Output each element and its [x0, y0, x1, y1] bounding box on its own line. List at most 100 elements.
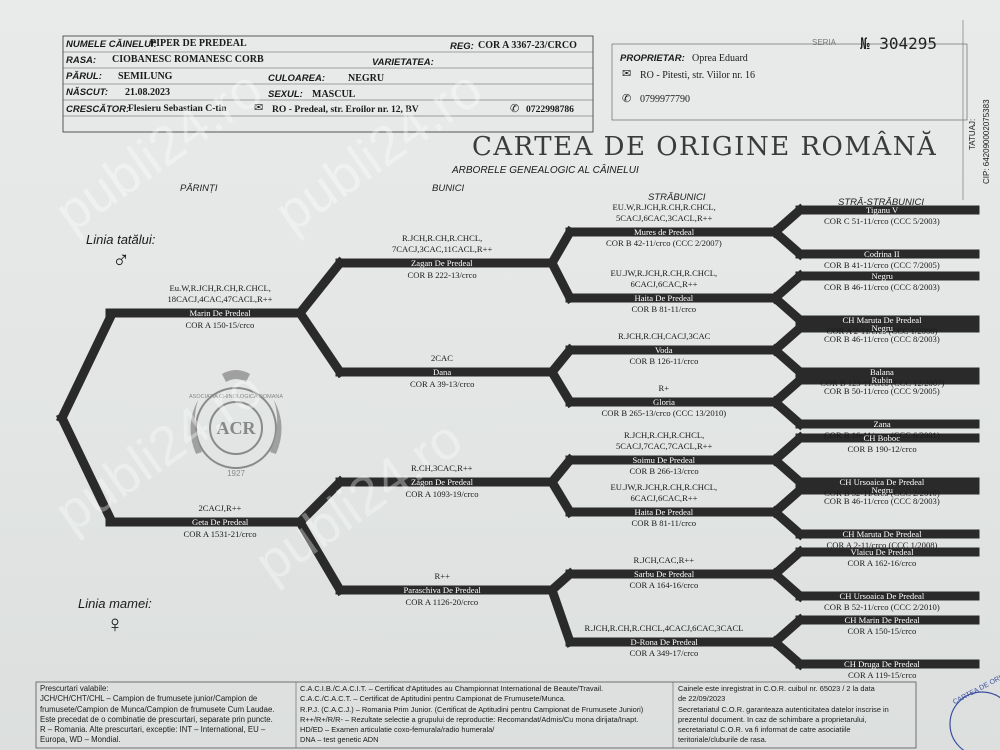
mother-line-label: Linia mamei:: [78, 596, 152, 611]
tree-branch: [545, 475, 577, 519]
birth-date: 21.08.2023: [125, 87, 170, 98]
father-line-label: Linia tatălui:: [86, 232, 156, 247]
great-great-reg: COR B 16-11/crco (CCC 6/2001): [824, 430, 940, 440]
footer-line: R++/R+/R/R- – Rezultate selectie a grupu…: [300, 714, 639, 724]
great-titles: 6CACJ,6CAC,R++: [630, 279, 698, 289]
great-great-name: CH Marin De Predeal: [844, 615, 920, 625]
col-parents: PĂRINȚI: [180, 183, 218, 194]
great-name: Voda: [655, 345, 673, 355]
coat-label: PĂRUL:: [66, 71, 102, 82]
grandparent-name: Dana: [433, 367, 452, 377]
breeder-address: RO - Predeal, str. Eroilor nr. 12, BV: [272, 104, 419, 115]
great-name: Sarbu De Predeal: [634, 569, 695, 579]
document-subtitle: ARBORELE GENEALOGIC AL CÂINELUI: [452, 165, 639, 176]
tree-branch: [55, 311, 117, 425]
footer-line: DNA – test genetic ADN: [300, 735, 379, 745]
footer-line: C.A.C.I.B./C.A.C.I.T. – Certificat d'Apt…: [300, 684, 604, 693]
footer-line: frumusete/Campion de Munca/Campion de fr…: [40, 704, 275, 714]
born-label: NĂSCUT:: [66, 87, 109, 98]
great-name: Haita De Predeal: [634, 507, 694, 517]
acr-seal: ACR 1927 ASOCIATIA CHINOLOGICA ROMANA: [189, 370, 283, 478]
grandparent-name: Zagan De Predeal: [411, 258, 473, 268]
owner-address: RO - Pitesti, str. Viilor nr. 16: [640, 70, 756, 81]
footer-line: C.A.C./C.A.C.T. – Certificat de Aptitudi…: [300, 694, 566, 704]
breeder-label: CRESCĂTOR:: [66, 104, 130, 115]
parent-titles: 2CACJ,R++: [198, 503, 242, 513]
great-name: D-Rona De Predeal: [630, 637, 698, 647]
parent-name: Marin De Predeal: [189, 308, 251, 318]
tree-branch: [545, 365, 577, 409]
tree-branch: [293, 475, 347, 529]
footer-line: HD/ED – Examen articulatie coxo-femurala…: [300, 725, 495, 735]
footer-registration: Cainele este inregistrat in C.O.R. cuibu…: [678, 684, 889, 746]
great-reg: COR B 81-11/crco: [631, 304, 697, 314]
great-great-reg: COR B 46-11/crco (CCC 8/2003): [824, 282, 940, 292]
great-titles: R.JCH,R.CH,R.CHCL,: [624, 430, 705, 440]
breeder: Flesieru Sebastian C-tin: [128, 103, 227, 114]
name-label: NUMELE CĂINELUI:: [66, 39, 157, 50]
col-great-great: STRĂ-STRĂBUNICI: [838, 197, 925, 208]
color-label: CULOAREA:: [268, 73, 325, 84]
great-titles: EU.W,R.JCH,R.CH,R.CHCL,: [612, 202, 716, 212]
great-great-name: Balana: [870, 367, 894, 377]
footer-line: Este precedat de o combinatie de prescur…: [40, 714, 273, 724]
tree-branch: [545, 256, 577, 305]
serial-number: № 304295: [860, 34, 938, 53]
great-great-name: CH Ursoaica De Predeal: [839, 477, 925, 487]
parent-titles: Eu.W,R.JCH,R.CH,R.CHCL,: [169, 283, 271, 293]
coat: SEMILUNG: [118, 71, 173, 82]
great-great-name: Negru: [871, 485, 893, 495]
great-name: Haita De Predeal: [634, 293, 694, 303]
great-great-reg: COR B 50-11/crco (CCC 9/2005): [824, 386, 940, 396]
great-reg: COR B 265-13/crco (CCC 13/2010): [601, 408, 727, 418]
tree-branch: [545, 225, 577, 270]
great-name: Soimu De Predeal: [632, 455, 696, 465]
reg-label: REG:: [450, 41, 474, 52]
great-titles: R.JCH,CAC,R++: [633, 555, 695, 565]
grandparent-titles: R.CH,3CAC,R++: [411, 463, 473, 473]
great-great-name: Codrina II: [864, 249, 900, 259]
owner-label: PROPRIETAR:: [620, 53, 685, 64]
great-name: Mures de Predeal: [634, 227, 695, 237]
owner-envelope-icon: ✉: [622, 68, 632, 80]
reg-number: COR A 3367-23/CRCO: [478, 40, 577, 51]
footer-line: teritoriale/cluburile de rasa.: [678, 735, 767, 745]
footer-line: Europa, WD – Mondial.: [40, 735, 121, 745]
great-great-name: Tiganu V: [866, 205, 899, 215]
great-titles: 5CACJ,6CAC,3CACL,R++: [616, 213, 713, 223]
footer-line: JCH/CH/CHT/CHL – Campion de frumusete ju…: [40, 694, 258, 704]
breed-label: RASA:: [66, 55, 97, 66]
great-great-reg: COR B 190-12/crco: [847, 444, 917, 454]
grandparent-titles: 7CACJ,3CAC,11CACL,R++: [392, 244, 493, 254]
owner-phone: 0799977790: [640, 94, 690, 105]
parent-reg: COR A 1531-21/crco: [183, 529, 257, 539]
parent-titles: 18CACJ,4CAC,47CACL,R++: [167, 294, 273, 304]
great-titles: 5CACJ,7CAC,7CACL,R++: [616, 441, 713, 451]
great-name: Gloria: [653, 397, 675, 407]
footer-line: de 22/09/2023: [678, 694, 726, 704]
great-great-name: Rubin: [871, 375, 893, 385]
great-great-reg: COR C 51-11/crco (CCC 5/2003): [824, 216, 940, 226]
great-titles: R.JCH,R.CH,CACJ,3CAC: [618, 331, 711, 341]
great-titles: R.JCH,R.CH,R.CHCL,4CACJ,6CAC,3CACL: [584, 623, 744, 633]
footer-abbreviations: Prescurtari valabile: JCH/CH/CHT/CHL – C…: [40, 684, 274, 746]
parent-reg: COR A 150-15/crco: [185, 320, 255, 330]
seal-text: ASOCIATIA CHINOLOGICA ROMANA: [189, 394, 283, 400]
footer-line: Prescurtari valabile:: [40, 684, 109, 693]
great-titles: EU.JW,R.JCH,R.CH,R.CHCL,: [610, 482, 718, 492]
col-great: STRĂBUNICI: [648, 192, 706, 203]
great-great-reg: COR B 46-11/crco (CCC 8/2003): [824, 496, 940, 506]
great-great-reg: COR A 150-15/crco: [847, 626, 917, 636]
great-great-name: Zana: [873, 419, 891, 429]
breed: CIOBANESC ROMANESC CORB: [112, 54, 264, 65]
great-titles: 6CACJ,6CAC,R++: [630, 493, 698, 503]
great-reg: COR B 266-13/crco: [629, 466, 699, 476]
footer-line: R – Romania. Alte prescurtari, exceptie:…: [40, 725, 266, 735]
great-titles: EU.JW,R.JCH,R.CH,R.CHCL,: [610, 268, 718, 278]
grandparent-name: Paraschiva De Predeal: [403, 585, 481, 595]
serial-label: SERIA: [812, 38, 837, 47]
